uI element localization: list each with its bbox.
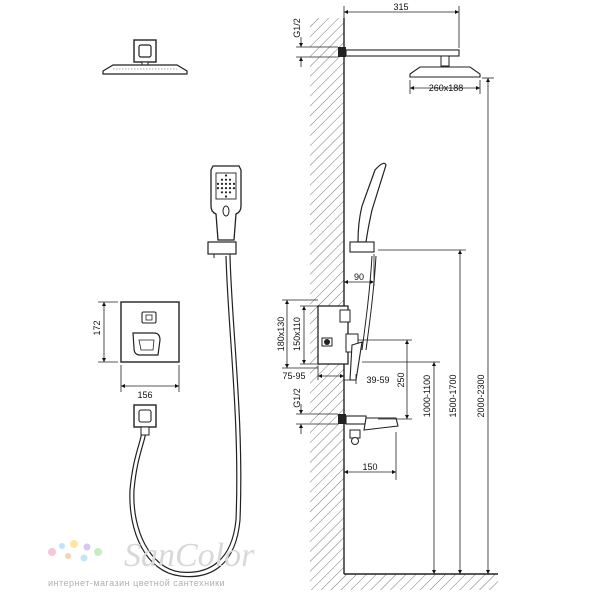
nozzle-dot (228, 187, 232, 190)
plate-dimension-lines (98, 301, 180, 392)
shower-hose-icon (129, 255, 242, 578)
nozzle-dot (224, 174, 228, 177)
lever-reach-label: 39-59 (366, 375, 389, 385)
head-height-label: 2000-2300 (476, 374, 486, 417)
wall-hatch (310, 18, 344, 574)
nozzle-dot (220, 187, 224, 190)
shower-arm-side (338, 47, 481, 78)
nozzle-dot (216, 187, 220, 190)
nozzle-dot (224, 195, 228, 198)
nozzle-dot (220, 182, 224, 185)
nozzle-dot (216, 182, 220, 185)
bath-spout-side (338, 414, 399, 445)
wall-outlet-icon (133, 404, 157, 436)
brand-dot (80, 554, 88, 562)
brand-dot (59, 543, 65, 549)
nozzle-dot (232, 182, 236, 185)
mixer-height-label: 1000-1100 (422, 375, 432, 417)
spout-length-label: 150 (362, 462, 377, 472)
brand-tagline: интернет-магазин цветной сантехники (48, 578, 225, 588)
mixer-box-side (317, 305, 363, 381)
head-size-label: 260x188 (429, 83, 464, 93)
brand-dot (83, 543, 91, 551)
box-outer-label: 180x130 (276, 317, 286, 352)
nozzle-dot (224, 187, 228, 190)
plate-width-label: 156 (137, 390, 152, 400)
box-depth-label: 75-95 (282, 371, 305, 381)
brand-dot (70, 540, 78, 548)
arm-length-label: 315 (393, 2, 408, 12)
brand-dot (48, 548, 56, 556)
ceiling-shower-head-icon (102, 39, 188, 75)
plate-height-label: 172 (92, 320, 102, 335)
brand-dot (94, 548, 102, 556)
brand-logo-dots (48, 540, 102, 562)
box-inner-label: 150x110 (292, 317, 302, 351)
head-thread-label: G1/2 (292, 18, 302, 38)
nozzle-dot (224, 182, 228, 185)
mixer-plate-icon (120, 301, 180, 363)
brand-dot (65, 553, 71, 559)
nozzle-dot (228, 191, 232, 194)
nozzle-dot (228, 178, 232, 181)
floor-hatch (310, 574, 498, 590)
hand-shower-side (349, 162, 387, 351)
brand-name: SanColor (124, 537, 255, 574)
holder-height-label: 1500-1700 (448, 374, 458, 417)
nozzle-dot (224, 178, 228, 181)
nozzle-dot (224, 191, 228, 194)
spout-spacing-label: 250 (396, 372, 406, 387)
nozzle-dot (220, 191, 224, 194)
nozzle-dot (228, 182, 232, 185)
holder-offset-label: 90 (354, 272, 364, 282)
hand-shower-icon (207, 165, 242, 258)
spout-thread-label: G1/2 (292, 388, 302, 408)
nozzle-dot (232, 187, 236, 190)
nozzle-dot (220, 178, 224, 181)
